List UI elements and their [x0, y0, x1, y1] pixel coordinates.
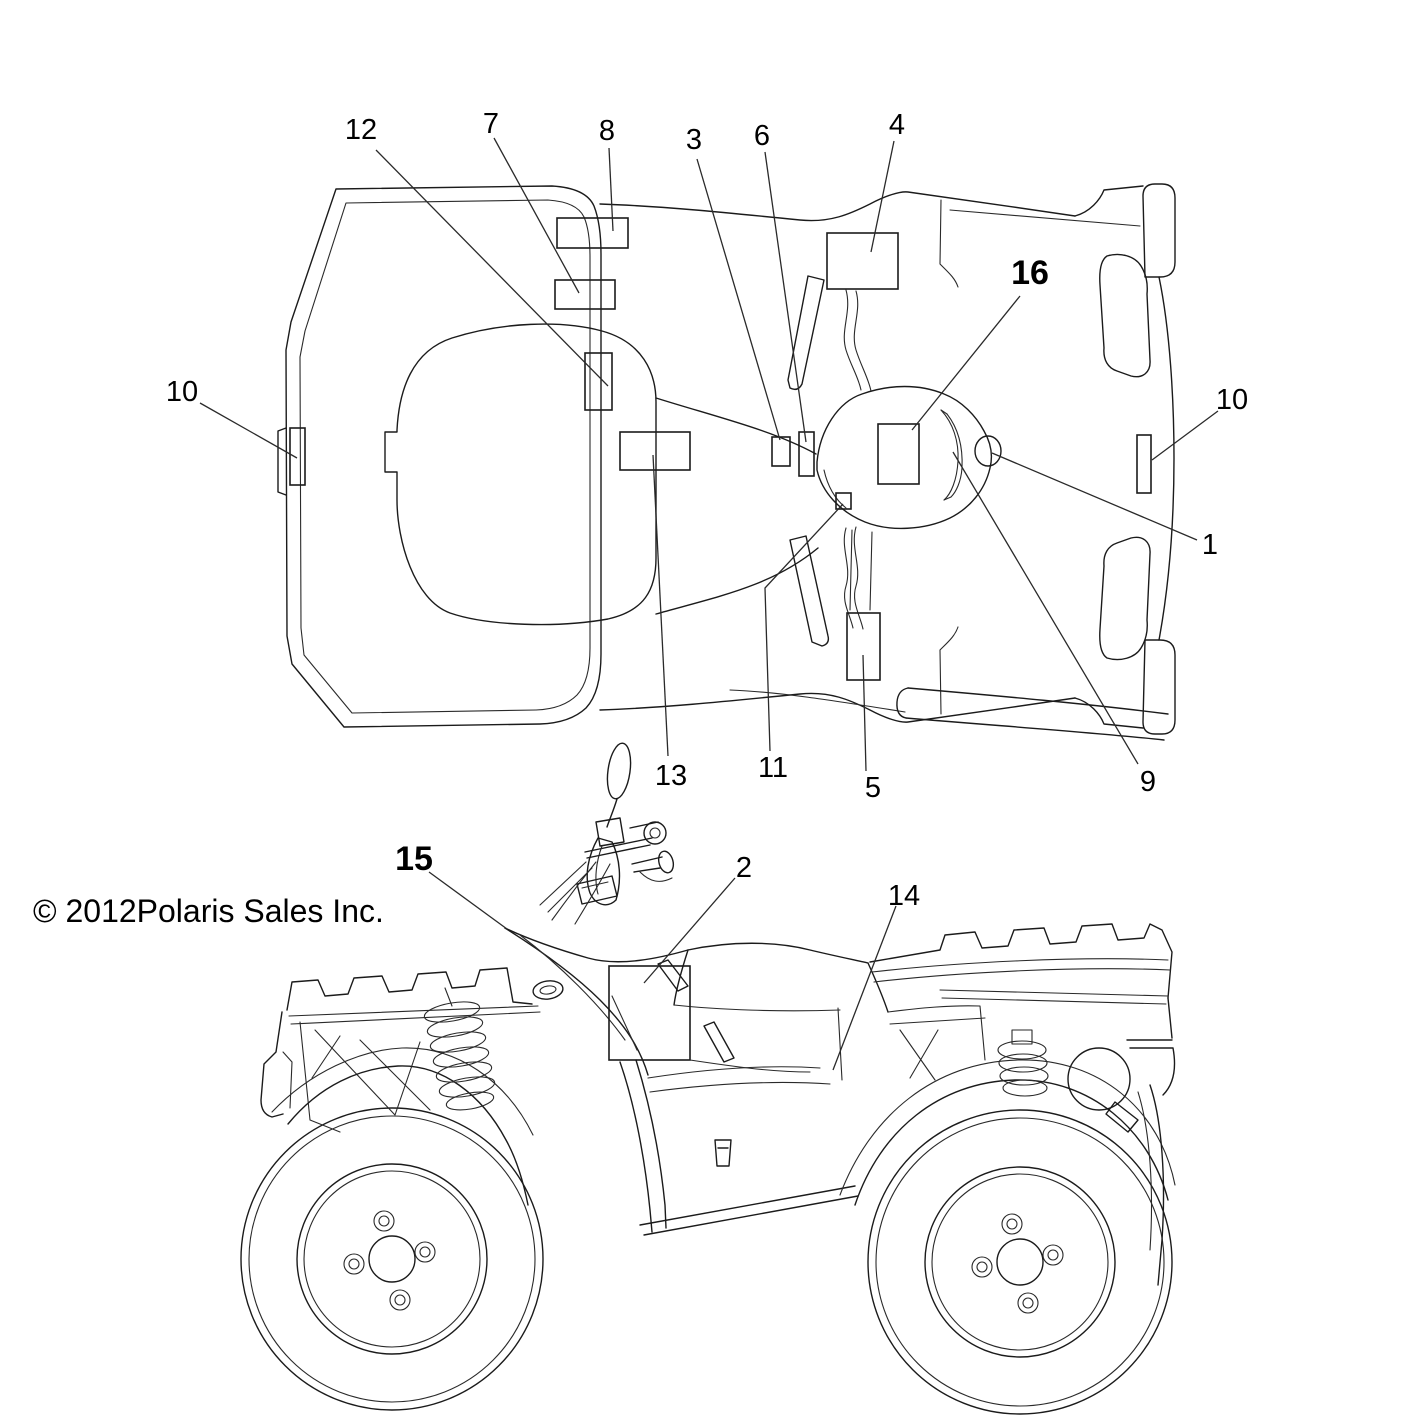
decal-12: [584, 352, 613, 411]
rear-rack: [869, 923, 1173, 999]
front-frame: [299, 1021, 431, 1133]
handlebar-cluster: [539, 742, 675, 925]
leader-16: [911, 295, 1021, 431]
frame-fitting: [714, 1139, 732, 1167]
leader-11: [764, 503, 844, 752]
footboard: [639, 1185, 859, 1236]
leader-1: [991, 452, 1198, 541]
callout-label-9: 9: [1140, 766, 1156, 798]
side-view: [240, 742, 1176, 1415]
leader-10-right: [1151, 410, 1219, 461]
muffler: [1067, 1047, 1131, 1111]
decal-8: [556, 217, 629, 249]
decal-10-left: [289, 427, 306, 486]
copyright-text: © 2012Polaris Sales Inc.: [33, 893, 384, 929]
leader-9: [952, 451, 1139, 765]
callout-label-1: 1: [1202, 529, 1218, 561]
decal-6: [798, 431, 815, 477]
callout-label-5: 5: [865, 772, 881, 804]
callout-label-2: 2: [736, 852, 752, 884]
front-bumper: [260, 1011, 284, 1118]
callout-labels: 12 7 8 3 6 4 16 10 10 1 9 5 11 13 15 2 1…: [166, 108, 1248, 912]
fuel-cap: [532, 980, 564, 1000]
leader-13: [652, 454, 669, 757]
callout-label-16: 16: [1011, 254, 1049, 292]
callout-label-10-left: 10: [166, 376, 198, 408]
callout-label-6: 6: [754, 120, 770, 152]
callout-label-7: 7: [483, 108, 499, 140]
callout-label-15: 15: [395, 840, 433, 878]
leader-14: [832, 905, 897, 1071]
callout-label-12: 12: [345, 114, 377, 146]
tank-sticker-lower: [703, 1021, 735, 1063]
leader-6: [764, 151, 807, 443]
callout-label-10-right: 10: [1216, 384, 1248, 416]
leader-lines: [199, 137, 1219, 1071]
decal-16: [877, 423, 920, 485]
decal-11: [835, 492, 852, 510]
rear-fender: [854, 1079, 1169, 1206]
decal-4: [826, 232, 899, 290]
mirror: [606, 742, 632, 800]
front-wheel: [240, 1107, 544, 1411]
leader-12: [375, 149, 609, 387]
leader-3: [696, 158, 781, 441]
decal-13: [619, 431, 691, 471]
leader-10-left: [199, 402, 298, 459]
decal-7: [554, 279, 616, 310]
gauge: [576, 875, 618, 905]
leader-2: [643, 877, 736, 984]
tank-sticker-upper: [657, 959, 689, 992]
front-rack: [286, 967, 533, 1011]
leader-8: [608, 147, 614, 232]
leader-7: [493, 137, 580, 294]
callout-label-4: 4: [889, 109, 905, 141]
callout-label-11: 11: [758, 752, 788, 784]
exhaust-tip: [1105, 1101, 1139, 1133]
front-fender: [287, 1065, 529, 1206]
decal-3: [771, 436, 791, 467]
leader-15: [428, 871, 508, 930]
decal-10-right: [1136, 434, 1152, 494]
callout-label-13: 13: [655, 760, 687, 792]
callout-label-8: 8: [599, 115, 615, 147]
seat: [687, 942, 869, 964]
top-view: [277, 183, 1176, 741]
decal-2: [608, 965, 691, 1061]
leader-4: [870, 140, 895, 253]
ignition-circle: [974, 435, 1002, 467]
rear-wheel: [867, 1109, 1173, 1415]
callout-label-14: 14: [888, 880, 920, 912]
front-shock-spring: [423, 987, 496, 1111]
callout-label-3: 3: [686, 124, 702, 156]
rear-mudflap: [1149, 1084, 1165, 1286]
tank-top: [504, 927, 689, 963]
leader-5: [862, 654, 867, 772]
rear-shock-spring: [997, 1029, 1049, 1097]
